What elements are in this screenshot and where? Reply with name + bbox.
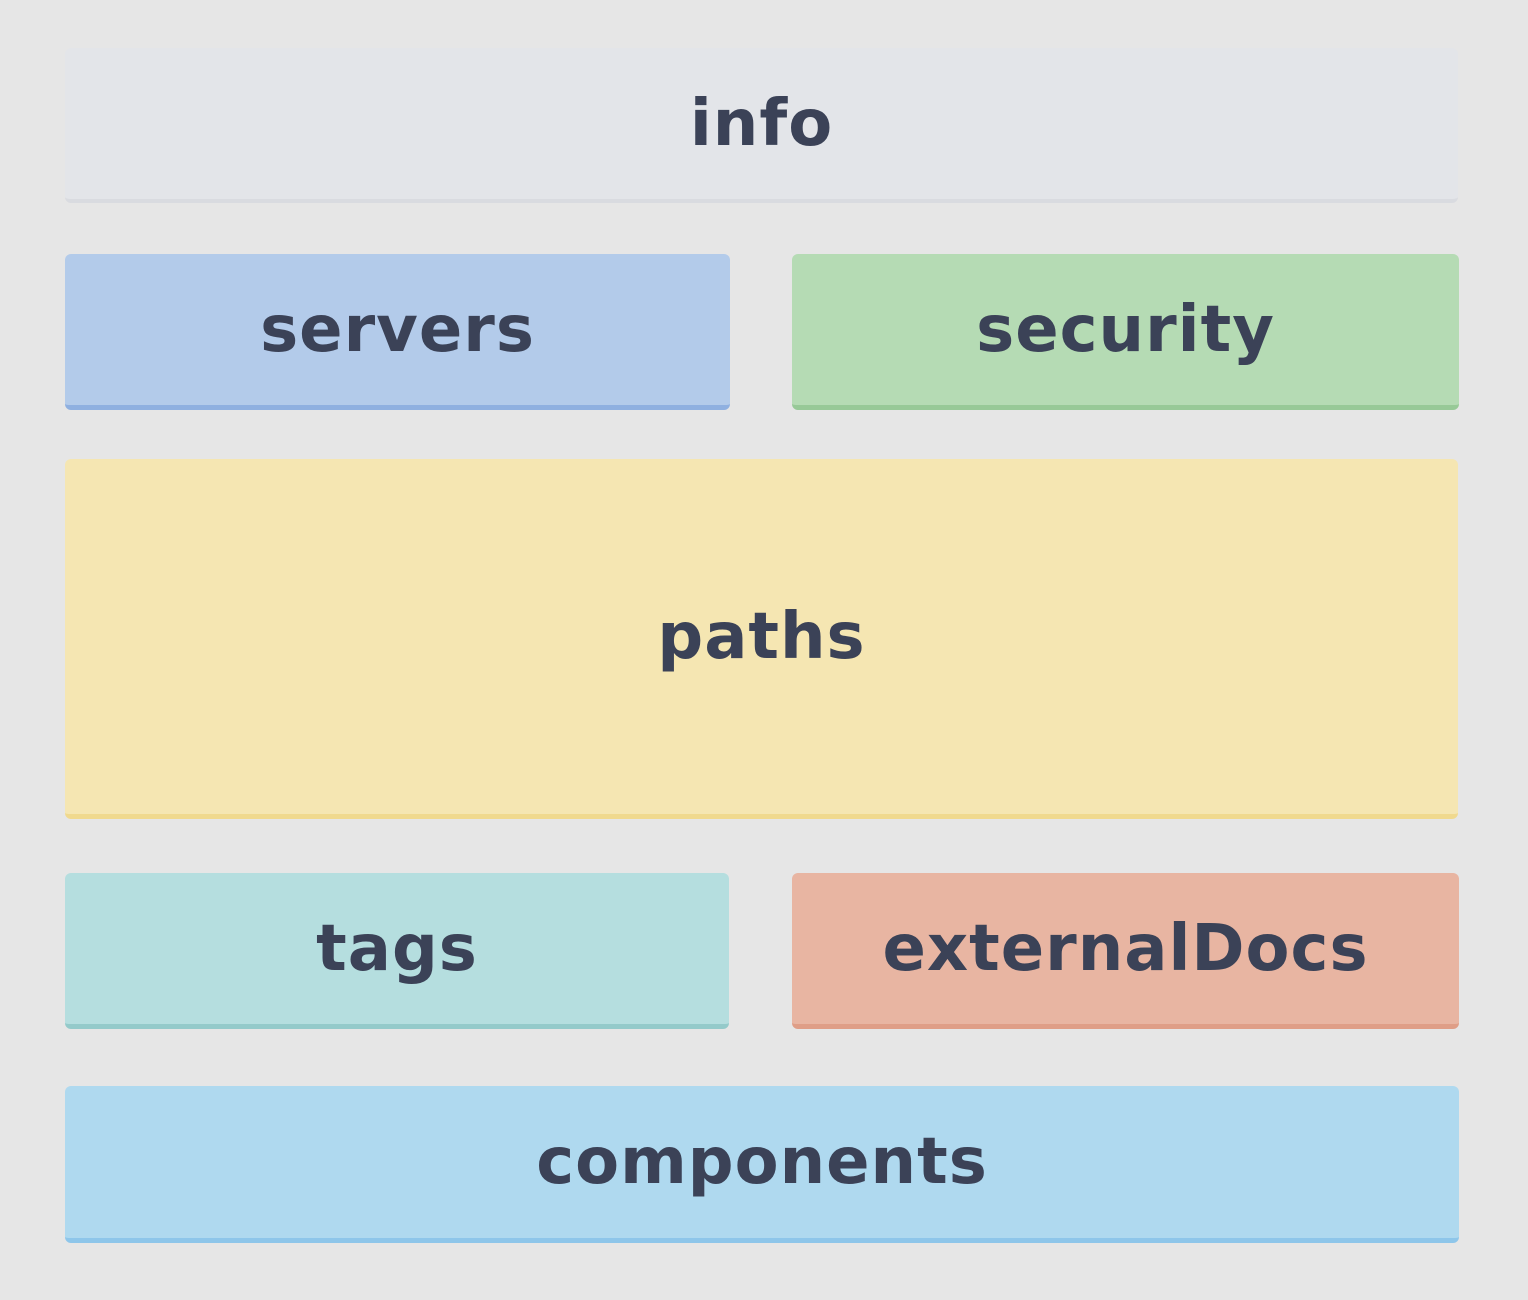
block-servers-label: servers: [260, 292, 535, 367]
block-paths: paths: [65, 459, 1458, 819]
block-components: components: [65, 1086, 1459, 1243]
block-externaldocs: externalDocs: [792, 873, 1459, 1029]
block-info: info: [65, 48, 1458, 203]
block-security: security: [792, 254, 1459, 410]
block-servers: servers: [65, 254, 730, 410]
block-paths-label: paths: [657, 599, 866, 674]
block-tags-label: tags: [316, 911, 478, 986]
block-security-label: security: [976, 292, 1275, 367]
block-externaldocs-label: externalDocs: [882, 911, 1369, 986]
block-info-label: info: [689, 86, 834, 161]
block-tags: tags: [65, 873, 729, 1029]
block-components-label: components: [536, 1125, 988, 1199]
